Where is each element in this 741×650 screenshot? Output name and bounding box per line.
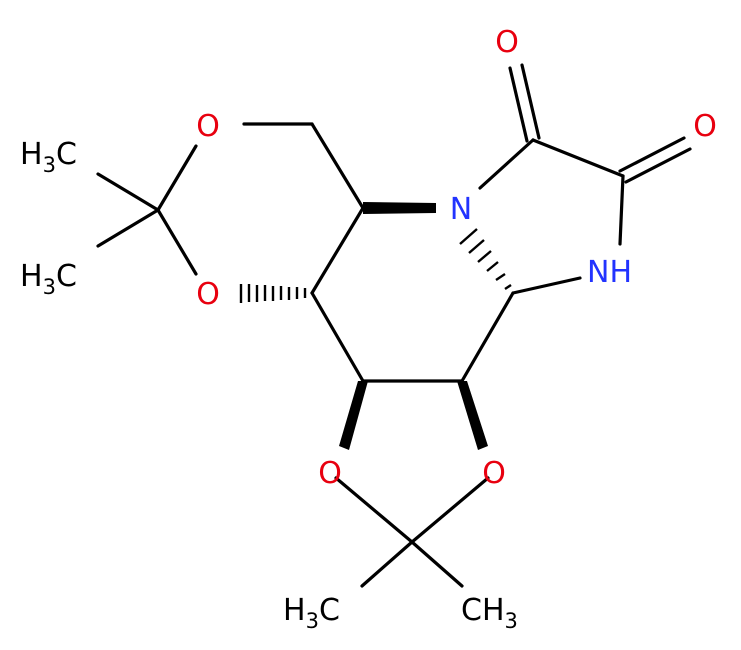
nitrogen-atom-label: N xyxy=(450,192,472,227)
bond xyxy=(156,144,198,212)
double-bond xyxy=(508,66,529,143)
bond xyxy=(511,276,582,295)
nh-group-label: NH xyxy=(587,255,632,290)
bond xyxy=(618,174,625,246)
bond xyxy=(478,138,535,190)
bond xyxy=(310,291,365,383)
methyl-label: H3C xyxy=(20,137,77,177)
bond xyxy=(531,138,625,178)
methyl-label: H3C xyxy=(20,259,77,299)
oxygen-atom-label: O xyxy=(318,456,342,491)
wedge-bond xyxy=(363,202,436,214)
oxygen-atom-label: O xyxy=(693,109,717,144)
methyl-label: CH3 xyxy=(461,593,518,633)
hashed-bond xyxy=(459,228,512,290)
bond xyxy=(410,540,464,588)
oxygen-atom-label: O xyxy=(482,456,506,491)
wedge-bond xyxy=(339,381,368,450)
bond xyxy=(360,540,414,588)
bond xyxy=(156,208,198,276)
bond xyxy=(410,476,490,544)
double-bond xyxy=(624,147,692,184)
bond xyxy=(96,208,160,248)
oxygen-atom-label: O xyxy=(196,109,220,144)
bond xyxy=(310,206,365,295)
bond xyxy=(96,172,160,212)
double-bond xyxy=(520,63,541,140)
wedge-bond xyxy=(457,381,488,450)
hashed-bond xyxy=(239,284,307,303)
bond xyxy=(310,122,365,210)
oxygen-atom-label: O xyxy=(196,277,220,312)
double-bond xyxy=(618,136,686,173)
bond xyxy=(460,291,515,383)
bond xyxy=(334,476,414,544)
methyl-label: H3C xyxy=(283,593,340,633)
oxygen-atom-label: O xyxy=(495,25,519,60)
